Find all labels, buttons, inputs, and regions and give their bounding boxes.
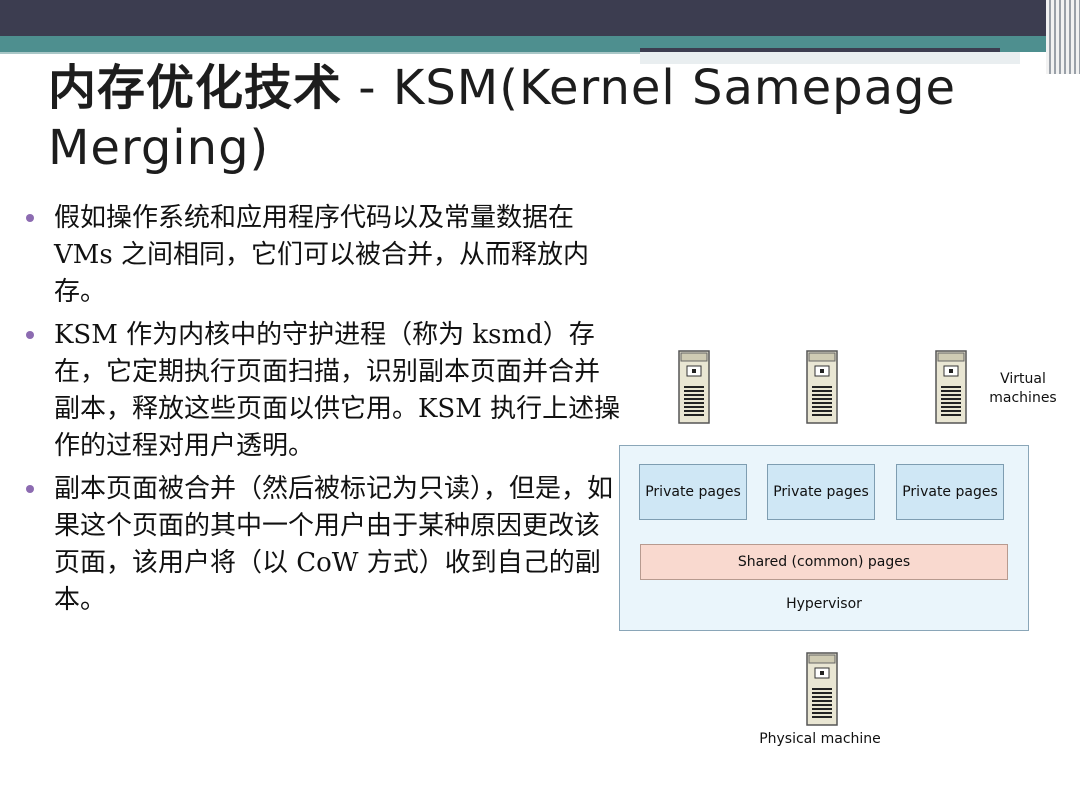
slide-title-latin: - KSM(Kernel Samepage Merging) bbox=[48, 60, 957, 176]
top-band bbox=[0, 0, 1080, 36]
bullet-list: 假如操作系统和应用程序代码以及常量数据在 VMs 之间相同，它们可以被合并，从而… bbox=[22, 200, 622, 625]
hypervisor-label: Hypervisor bbox=[786, 596, 862, 612]
server-tower-icon bbox=[678, 350, 710, 424]
bullet-item: 假如操作系统和应用程序代码以及常量数据在 VMs 之间相同，它们可以被合并，从而… bbox=[22, 200, 622, 311]
private-pages-box: Private pages bbox=[896, 464, 1004, 520]
physical-machine-label: Physical machine bbox=[759, 731, 881, 747]
server-tower-icon bbox=[806, 652, 838, 726]
corner-stripes bbox=[1046, 0, 1080, 74]
bullet-item: 副本页面被合并（然后被标记为只读），但是，如果这个页面的其中一个用户由于某种原因… bbox=[22, 471, 622, 619]
virtual-machines-label: Virtual machines bbox=[978, 370, 1068, 408]
virtual-machines-label-line2: machines bbox=[989, 390, 1057, 406]
private-pages-box: Private pages bbox=[639, 464, 747, 520]
slide-title: 内存优化技术 - KSM(Kernel Samepage Merging) bbox=[48, 58, 1028, 178]
hypervisor-box: Private pages Private pages Private page… bbox=[619, 445, 1029, 631]
bullet-item: KSM 作为内核中的守护进程（称为 ksmd）存在，它定期执行页面扫描，识别副本… bbox=[22, 317, 622, 465]
server-tower-icon bbox=[935, 350, 967, 424]
private-pages-box: Private pages bbox=[767, 464, 875, 520]
bullet-dot bbox=[26, 214, 34, 222]
bullet-text: 副本页面被合并（然后被标记为只读），但是，如果这个页面的其中一个用户由于某种原因… bbox=[54, 474, 614, 615]
bullet-text: KSM 作为内核中的守护进程（称为 ksmd）存在，它定期执行页面扫描，识别副本… bbox=[54, 320, 621, 461]
bullet-dot bbox=[26, 331, 34, 339]
ksm-diagram: Virtual machines Private pages Private p… bbox=[600, 340, 1070, 760]
bullet-text: 假如操作系统和应用程序代码以及常量数据在 VMs 之间相同，它们可以被合并，从而… bbox=[54, 203, 590, 307]
top-band-line bbox=[0, 52, 640, 54]
top-band-accent bbox=[640, 48, 1000, 52]
slide-title-cn: 内存优化技术 bbox=[48, 60, 343, 116]
bullet-dot bbox=[26, 485, 34, 493]
top-band-light bbox=[640, 52, 1020, 64]
server-tower-icon bbox=[806, 350, 838, 424]
shared-pages-box: Shared (common) pages bbox=[640, 544, 1008, 580]
virtual-machines-label-line1: Virtual bbox=[1000, 371, 1046, 387]
